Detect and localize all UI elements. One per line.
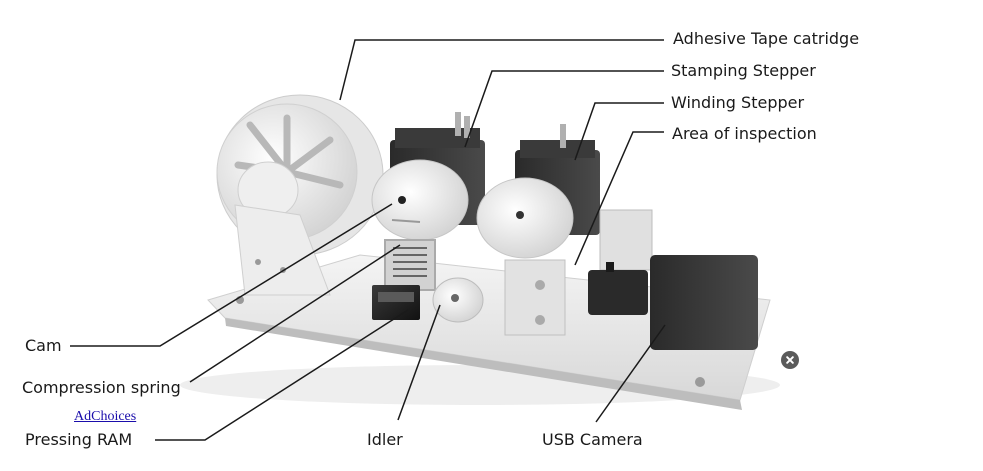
cam-disk xyxy=(371,159,469,241)
compression-spring xyxy=(384,239,436,291)
label-adhesive-tape: Adhesive Tape catridge xyxy=(673,29,860,48)
label-idler: Idler xyxy=(367,430,403,449)
leader-lines xyxy=(70,39,666,441)
adchoices-link[interactable]: AdChoices xyxy=(74,409,137,424)
label-pressing-ram: Pressing RAM xyxy=(25,430,133,449)
label-area-inspection: Area of inspection xyxy=(672,124,817,143)
label-cam: Cam xyxy=(25,336,62,355)
close-icon[interactable] xyxy=(781,351,799,369)
pressing-ram xyxy=(372,285,420,320)
idler xyxy=(432,277,484,323)
winding-roller xyxy=(476,177,574,336)
tape-cartridge xyxy=(216,94,384,296)
label-compression-spring: Compression spring xyxy=(22,378,181,397)
usb-camera xyxy=(588,255,758,350)
label-usb-camera: USB Camera xyxy=(542,430,643,449)
label-winding-stepper: Winding Stepper xyxy=(671,93,805,112)
label-stamping-stepper: Stamping Stepper xyxy=(671,61,816,80)
inspection-bracket xyxy=(599,209,653,271)
